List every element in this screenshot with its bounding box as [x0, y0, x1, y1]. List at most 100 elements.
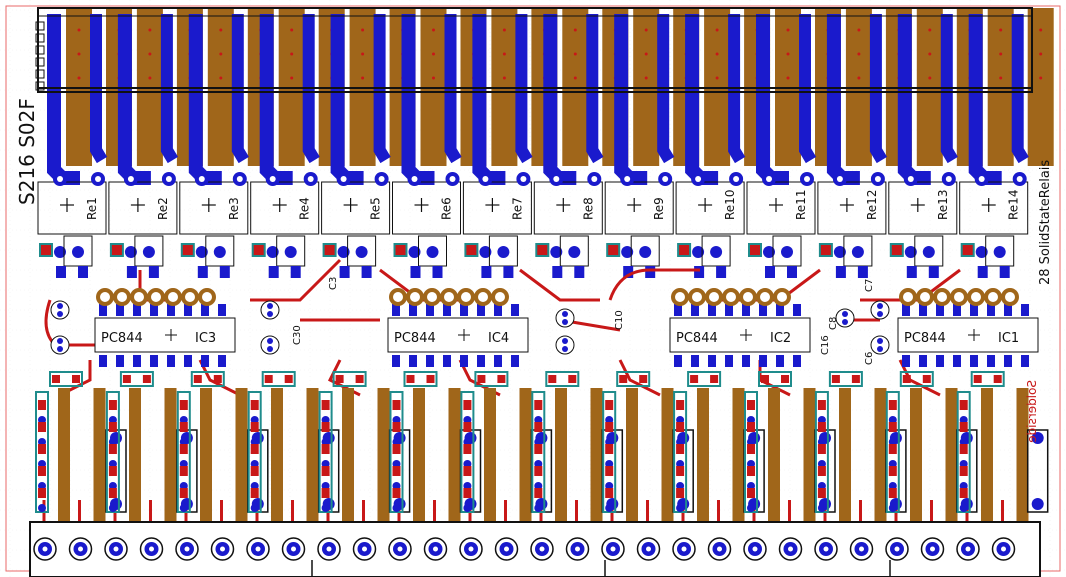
- smd-pad: [392, 400, 401, 410]
- smd-pad: [676, 444, 685, 454]
- via-dot: [999, 76, 1003, 80]
- via-dot: [432, 52, 435, 56]
- via-dot: [361, 28, 365, 32]
- smd-pad: [548, 375, 557, 383]
- pad: [833, 246, 846, 258]
- smd-pad: [392, 422, 401, 432]
- ic-pin: [793, 304, 801, 316]
- relay-label: Re2: [156, 197, 170, 220]
- capacitor-pad: [267, 311, 273, 317]
- tht-pad: [96, 288, 114, 306]
- smd-pad: [38, 422, 46, 432]
- smd-cap: [332, 371, 367, 387]
- tht-pad: [406, 288, 424, 306]
- relay-pad-hole: [836, 176, 843, 182]
- pad: [993, 246, 1006, 258]
- smd-pad: [463, 466, 472, 476]
- via-dot: [1039, 76, 1043, 80]
- smd-pad: [977, 266, 988, 278]
- smd-cap: [119, 371, 154, 387]
- relay-body: [462, 181, 532, 235]
- smd-pad: [710, 375, 719, 383]
- via-dot: [290, 28, 294, 32]
- ic-pin: [443, 355, 451, 367]
- smd-pad: [108, 488, 117, 498]
- ic-pin: [133, 304, 141, 316]
- smd-pad: [999, 266, 1010, 278]
- terminal-hole: [752, 546, 758, 552]
- bottom-trace: [940, 14, 958, 164]
- ic-pin: [1021, 304, 1029, 316]
- pad: [355, 246, 368, 258]
- ic-label: IC3: [195, 331, 216, 346]
- smd-pad: [888, 488, 897, 498]
- smd-pad: [574, 266, 585, 278]
- pad: [621, 246, 634, 258]
- pad: [904, 246, 917, 258]
- smd-pad: [361, 266, 372, 278]
- smd-pad: [817, 466, 826, 476]
- smd-pad: [179, 400, 188, 410]
- smd-pad: [72, 375, 80, 383]
- smd-pad: [534, 466, 543, 476]
- via: [250, 504, 259, 512]
- pad: [975, 246, 988, 258]
- terminal-hole: [113, 546, 119, 552]
- tht-pad: [423, 288, 441, 306]
- smd-pad: [392, 466, 401, 476]
- via-dot: [999, 52, 1003, 56]
- smd-pad: [747, 400, 755, 410]
- smd-pad: [250, 444, 259, 454]
- smd-pad: [690, 375, 699, 383]
- via-dot: [786, 28, 790, 32]
- via: [392, 504, 401, 512]
- ic-pin: [1021, 355, 1029, 367]
- smd-pad: [250, 466, 259, 476]
- relay-label: Re4: [298, 197, 312, 220]
- smd-pad: [268, 266, 279, 278]
- via-dot: [928, 28, 932, 32]
- ic-body: [387, 317, 529, 353]
- relay-label: Re6: [440, 197, 454, 220]
- via-dot: [928, 76, 932, 80]
- ic-label: IC2: [770, 331, 791, 346]
- smd-pad: [38, 400, 46, 410]
- smd-pad: [959, 400, 968, 410]
- terminal-hole: [78, 546, 83, 552]
- ic-pin: [953, 304, 961, 316]
- relay-pad-hole: [449, 176, 456, 182]
- via-dot: [715, 28, 719, 32]
- ic-pin: [987, 304, 995, 316]
- ic-pin: [494, 355, 502, 367]
- smd-pad: [78, 266, 88, 278]
- tht-pad: [1001, 288, 1019, 306]
- ic-pin: [1004, 304, 1012, 316]
- via-dot: [290, 52, 294, 56]
- ic-pin: [392, 355, 400, 367]
- smd-pad: [463, 444, 472, 454]
- terminal-hole: [42, 546, 48, 552]
- terminal-hole: [504, 546, 509, 552]
- ic-pin: [460, 355, 468, 367]
- via: [463, 504, 472, 512]
- via-dot: [644, 28, 648, 32]
- smd-cap: [758, 371, 792, 387]
- ic-pin: [409, 304, 417, 316]
- ic-pin: [511, 304, 519, 316]
- smd-pad: [219, 266, 230, 278]
- ic-pin: [218, 304, 226, 316]
- via-dot: [857, 52, 861, 56]
- smd-pad: [835, 266, 846, 278]
- capacitor: [870, 335, 890, 355]
- ic-pin: [511, 355, 519, 367]
- smd-pad: [606, 243, 621, 257]
- terminal-hole: [362, 546, 367, 552]
- smd-pad: [552, 266, 563, 278]
- smd-pad: [126, 266, 137, 278]
- smd-pad: [817, 400, 826, 410]
- smd-pad: [109, 243, 124, 257]
- smd-pad: [818, 243, 833, 257]
- relay-label: Re8: [581, 197, 595, 220]
- terminal-hole: [823, 546, 829, 552]
